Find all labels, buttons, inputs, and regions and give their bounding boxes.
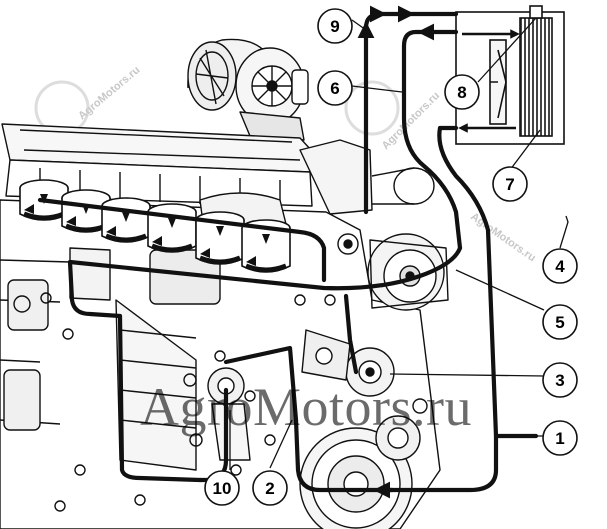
callout-5-label: 5 [555,313,564,332]
callout-4: 4 [542,248,578,284]
seal-label: AgroMotors.ru [380,90,443,153]
callout-1: 1 [542,420,578,456]
flow-arrows [24,194,270,266]
callout-4-label: 4 [555,257,565,276]
callout-7-label: 7 [505,175,514,194]
header-gallery [37,197,327,283]
callouts: 9 6 8 7 4 5 3 1 [204,8,578,506]
callout-3: 3 [542,362,578,398]
water-pump [367,233,449,311]
coolant-circuit [37,5,539,499]
callout-9: 9 [317,8,353,44]
seal-label: AgroMotors.ru [76,64,142,122]
callout-6-label: 6 [330,79,339,98]
leader-lines [229,17,569,470]
line-10-return [67,259,203,483]
callout-8-label: 8 [457,83,466,102]
callout-2-label: 2 [265,479,274,498]
callout-3-label: 3 [555,371,564,390]
callout-6: 6 [317,70,353,106]
callout-10-label: 10 [213,479,232,498]
line-1 [293,417,499,493]
radiator-core [519,17,553,137]
turbocharger [187,38,309,141]
seal-label: AgroMotors.ru [468,211,537,265]
callout-1-label: 1 [555,429,564,448]
callout-9-label: 9 [330,17,339,36]
callout-10: 10 [204,470,240,506]
callout-5: 5 [542,304,578,340]
line-6 [401,29,463,251]
line-5 [67,245,463,291]
line-2 [223,345,299,423]
thermostat-housing [299,139,435,255]
callout-8: 8 [444,74,480,110]
line-9 [357,5,459,215]
coolant-pump-body [301,329,395,397]
line-4 [437,125,539,439]
radiator-cap [529,5,543,19]
callout-2: 2 [252,470,288,506]
callout-7: 7 [492,166,528,202]
line-3-feed [343,293,359,375]
radiator-assembly [455,5,565,145]
